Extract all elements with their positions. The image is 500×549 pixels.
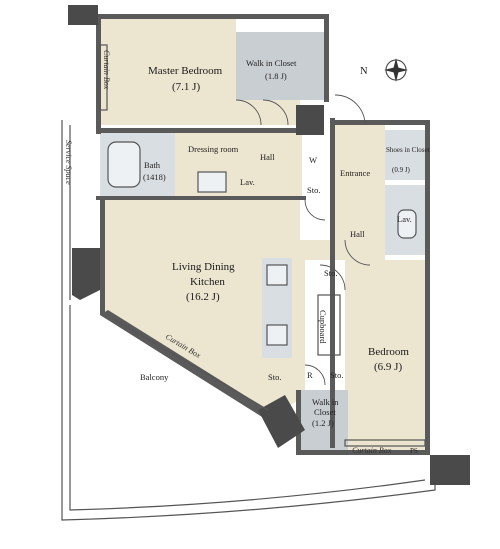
hall2-floor — [335, 200, 385, 260]
walk-in-closet-2-size: (1.2 J) — [312, 418, 334, 428]
hall-1-name: Hall — [260, 152, 275, 162]
dressing-room-name: Dressing room — [188, 144, 239, 154]
service-space-name: Service Space — [64, 140, 73, 185]
r-name: R — [307, 370, 313, 380]
master-bedroom-floor — [100, 18, 300, 125]
walk-in-closet-2-name-2: Closet — [314, 407, 336, 417]
cupboard-name: Cupboard — [318, 310, 328, 344]
compass: N — [360, 58, 408, 82]
w-name: W — [309, 155, 317, 165]
bath-name: Bath — [144, 160, 161, 170]
kitchen-sink-icon — [266, 264, 288, 286]
walk-in-closet-name: Walk in Closet — [246, 58, 297, 68]
shoes-closet-size: (0.9 J) — [392, 166, 411, 174]
balcony-name: Balcony — [140, 372, 169, 382]
sto-4-name: Sto. — [330, 370, 343, 380]
bath-size: (1418) — [143, 172, 166, 182]
walk-in-closet-size: (1.8 J) — [265, 71, 287, 81]
walk-in-closet-floor — [236, 32, 324, 100]
master-bedroom-name: Master Bedroom — [148, 65, 223, 77]
living-floor — [100, 200, 345, 420]
sink-icon — [197, 171, 227, 193]
cupboard-unit — [317, 294, 341, 356]
curtain-box-label-3: Curtain Box — [352, 446, 392, 455]
floor-areas — [100, 18, 425, 450]
lav-1-name: Lav. — [240, 177, 255, 187]
fixtures — [99, 44, 426, 447]
toilet-icon — [397, 209, 417, 239]
stove-icon — [266, 324, 288, 346]
lav-2-name: Lav. — [397, 214, 412, 224]
walls — [68, 5, 470, 485]
living-size: (16.2 J) — [186, 291, 220, 303]
compass-label: N — [360, 66, 368, 77]
living-name-2: Kitchen — [190, 276, 225, 288]
bedroom-name: Bedroom — [368, 346, 409, 358]
walk-in-closet-2-name: Walk in — [312, 397, 339, 407]
walk-in-closet-2-floor — [300, 390, 348, 450]
doors — [235, 94, 371, 386]
curtain-box-label-1: Curtain Box — [102, 50, 111, 90]
sto-2-name: Sto. — [324, 268, 337, 278]
bedroom-floor — [345, 260, 425, 450]
hall-2-name: Hall — [350, 229, 365, 239]
entrance-name: Entrance — [340, 168, 370, 178]
curtain-box-bar-3 — [344, 439, 426, 447]
curtain-box-bar-2 — [111, 317, 269, 411]
sto-3-name: Sto. — [268, 372, 281, 382]
living-name: Living Dining — [172, 261, 235, 273]
bedroom-size: (6.9 J) — [374, 361, 402, 373]
shoes-closet-name: Shoes in Closet — [386, 146, 430, 154]
compass-needle-horizontal-icon — [384, 67, 408, 73]
sto-1-name: Sto. — [307, 185, 320, 195]
curtain-box-bar-1 — [99, 44, 108, 111]
entrance-floor — [335, 125, 385, 200]
hall-floor — [260, 132, 302, 197]
ps-label: PS — [410, 447, 418, 455]
master-bedroom-size: (7.1 J) — [172, 81, 200, 93]
balcony-area — [61, 120, 436, 521]
bathtub-icon — [107, 141, 141, 188]
shoes-closet-floor — [385, 130, 425, 180]
